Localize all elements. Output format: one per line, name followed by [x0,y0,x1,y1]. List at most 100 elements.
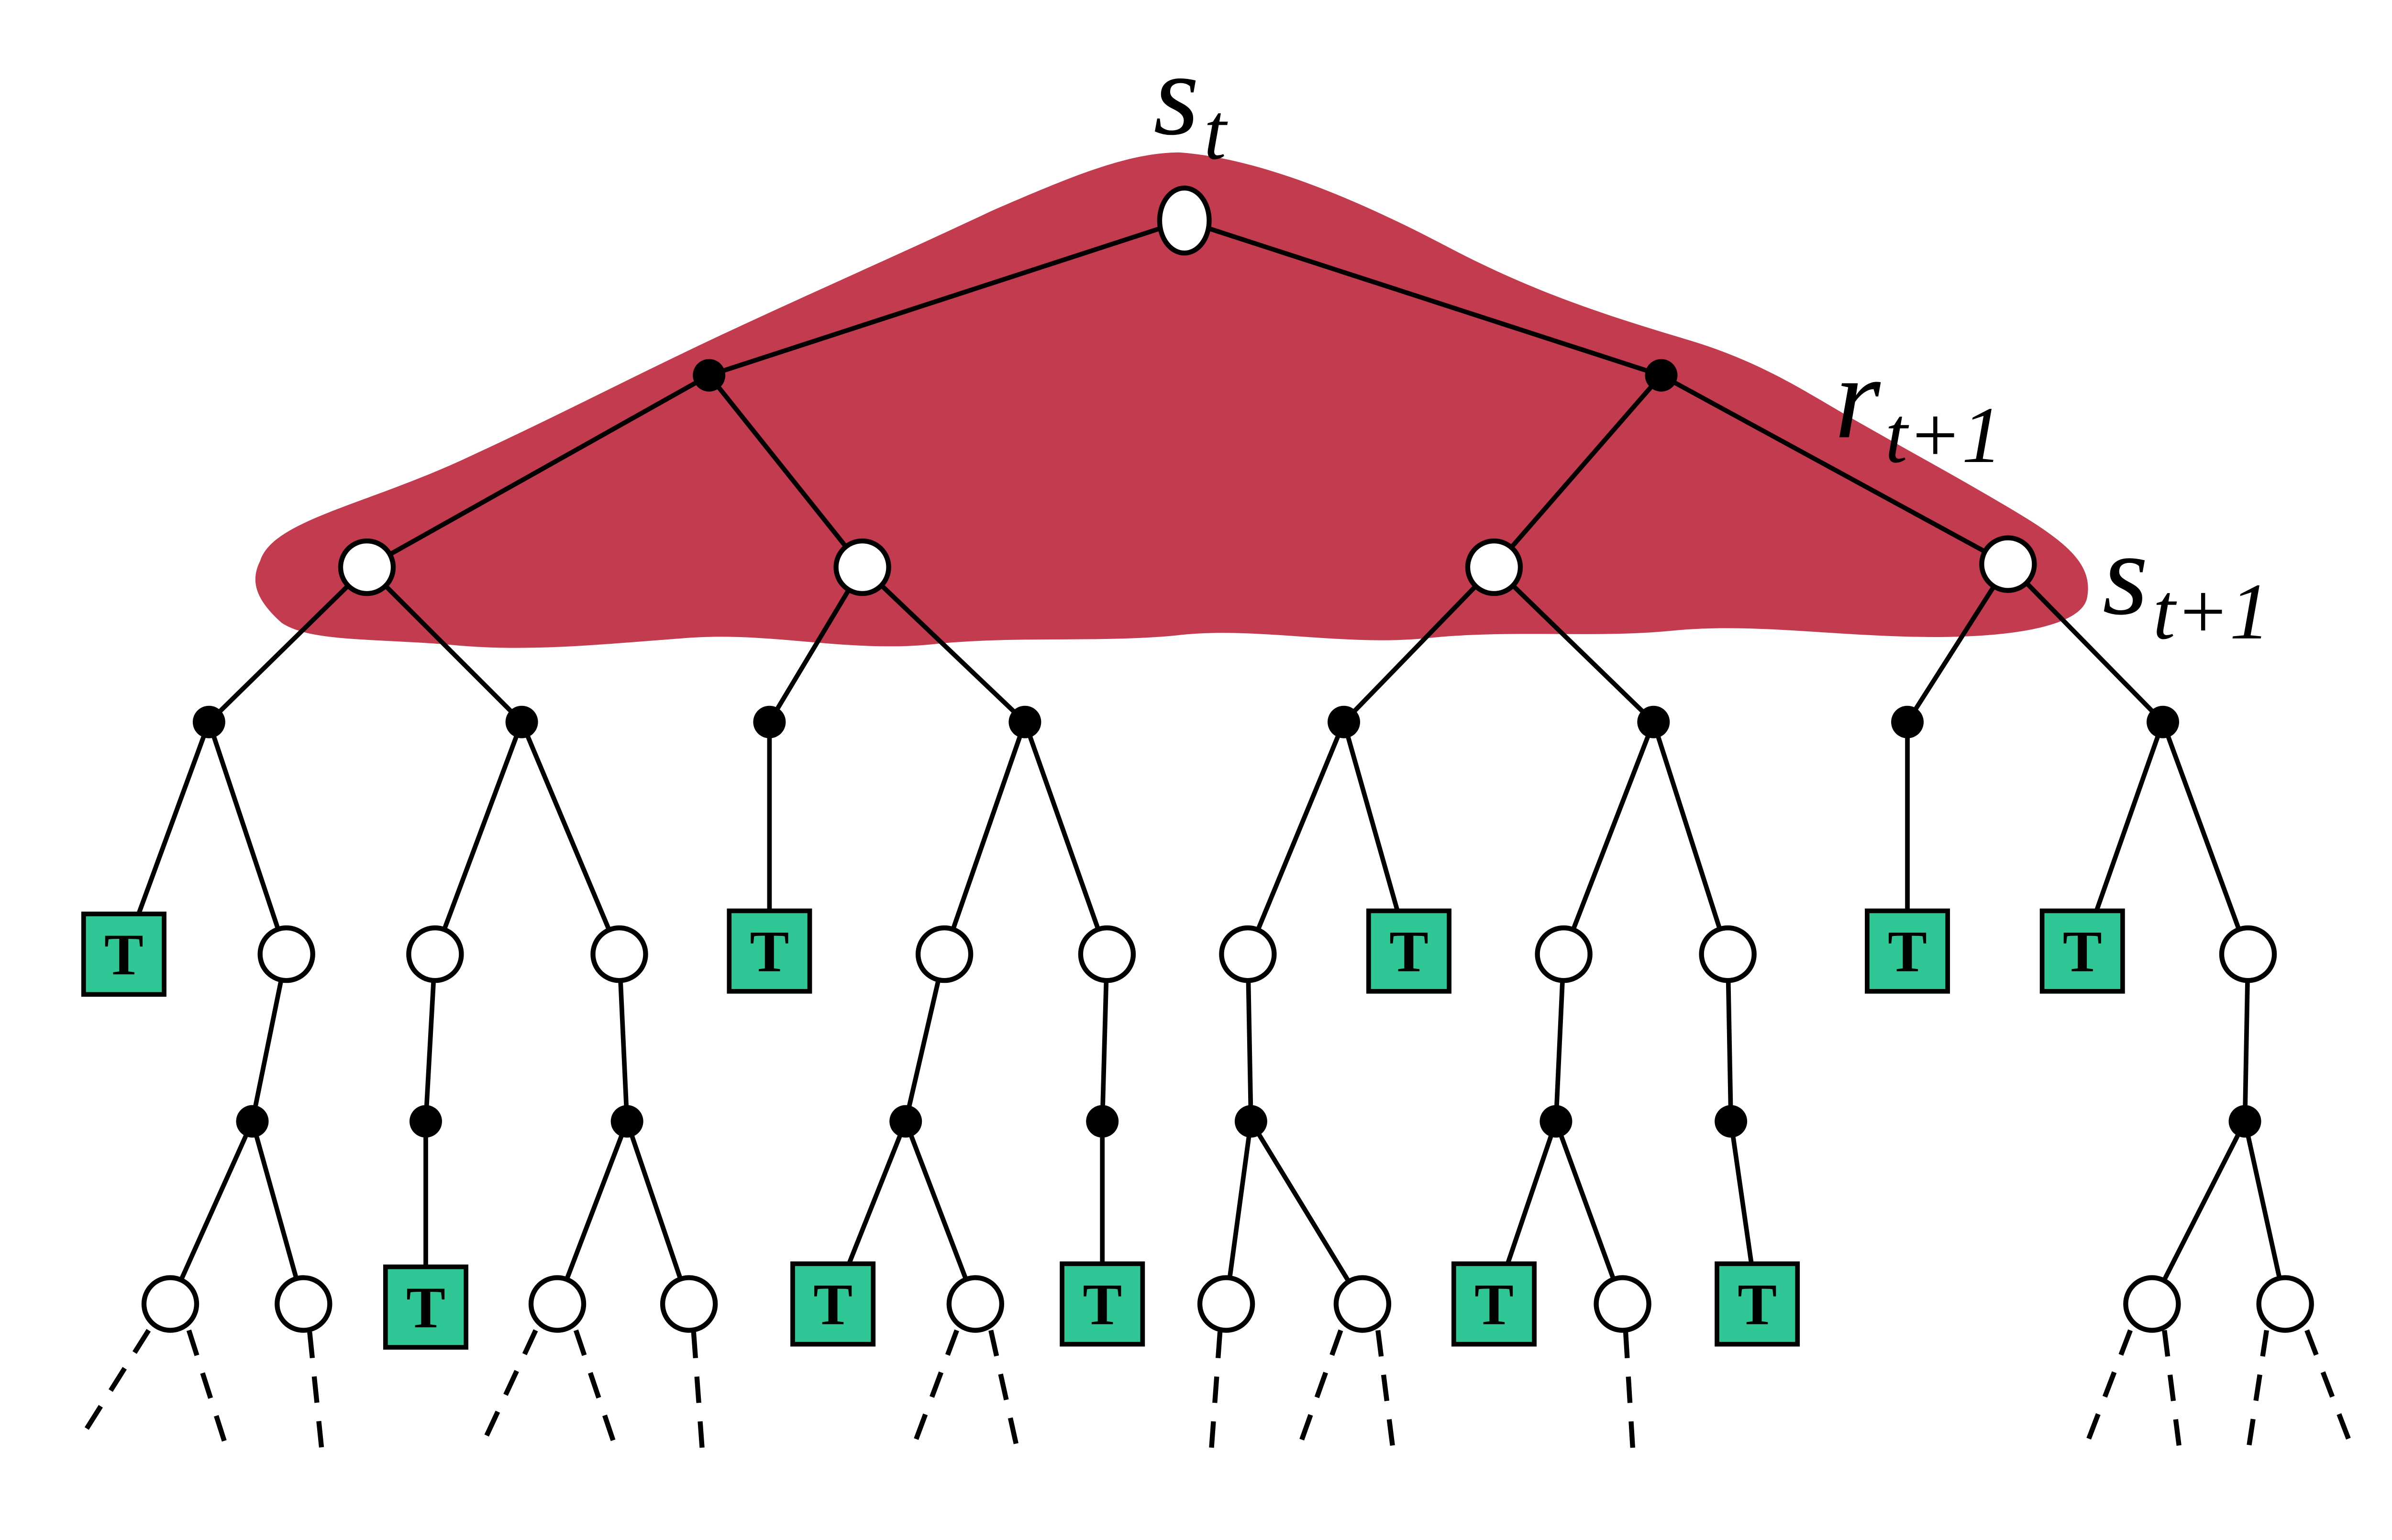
state-node [833,538,891,596]
tree-edge [903,1120,978,1305]
state-node [1699,925,1757,983]
terminal-node-label: T [406,1275,445,1340]
terminal-node-label: T [1389,919,1429,984]
continuation-edge [2304,1329,2353,1444]
tree-edge [942,721,1027,955]
tree-edge [1224,1121,1253,1305]
continuation-edge [481,1329,538,1444]
terminal-node-label: T [813,1272,853,1337]
action-node [1539,1105,1573,1138]
tree-edge [1022,721,1109,955]
action-node [1328,705,1361,738]
tree-edge [767,566,864,724]
continuation-edge [1208,1331,1223,1459]
state-node [2123,1275,2181,1333]
tree-edge [365,373,710,570]
terminal-node: T [1865,908,1950,994]
state-node [2219,925,2277,983]
terminal-node: T [1715,1261,1800,1347]
continuation-edge [75,1329,151,1445]
action-node [505,705,538,738]
tree-edge [168,1120,255,1305]
state-node [1219,925,1277,983]
action-node [236,1105,269,1138]
continuation-edge [186,1329,229,1447]
tree-edge [1492,565,1655,724]
tree-edge [1660,373,2009,566]
terminal-node-label: T [1738,1272,1777,1337]
terminal-node: T [2039,908,2125,994]
terminal-node: T [1060,1261,1145,1347]
state-node [275,1275,332,1333]
tree-layer: T T T T T T T T T T [75,152,2353,1459]
state-node [1333,1275,1392,1333]
tree-edge [2160,721,2250,955]
terminal-node-label: T [2063,919,2102,984]
state-node [1535,925,1593,983]
tree-edge [1561,721,1656,955]
state-node [1979,535,2037,593]
state-node [257,925,315,983]
continuation-edge [911,1329,959,1448]
tree-edge [1245,721,1346,955]
tree-edge [555,1120,630,1305]
continuation-edge [1375,1330,1396,1453]
tree-edge [1905,562,2010,724]
continuation-edge [988,1330,1021,1456]
state-node [141,1275,199,1333]
terminal-node-label: T [1888,919,1927,984]
root-state-node [1157,185,1212,256]
tree-edge [365,565,524,724]
tree-edge [1342,565,1496,724]
tree-edge [1553,1120,1625,1305]
state-node [1078,925,1136,983]
action-node [1715,1105,1748,1138]
action-node [192,705,225,738]
tree-edge [1249,1120,1365,1306]
terminal-node: T [81,912,166,997]
state-node [1197,1275,1255,1333]
tree-edge [250,1121,306,1305]
continuation-edge [307,1331,325,1453]
action-node [1891,705,1924,738]
tree-edge [625,1121,691,1305]
state-node [590,925,648,983]
continuation-edge [691,1331,706,1459]
action-node [409,1105,442,1138]
state-node [1594,1275,1651,1333]
tree-edge [1184,218,1662,378]
terminal-node: T [790,1261,876,1347]
tree-edge [707,374,864,569]
action-node [2147,705,2180,738]
action-node [1645,359,1678,392]
action-node [1637,705,1670,738]
terminal-node-label: T [750,919,789,984]
state-node [946,1275,1005,1333]
state-node [528,1275,587,1333]
action-node [693,359,726,392]
continuation-edge [2084,1329,2133,1444]
state-node [915,925,974,983]
search-highlight-region [255,152,2088,648]
terminal-node: T [1451,1261,1537,1347]
tree-edge [1492,374,1663,569]
tree-edge [207,565,369,724]
terminal-node-label: T [1474,1272,1514,1337]
state-node [660,1275,718,1333]
tree-edge [1651,721,1730,955]
action-node [1008,705,1041,738]
terminal-node: T [1366,908,1451,994]
terminal-node: T [727,908,812,994]
terminal-node-label: T [104,922,144,987]
state-node [406,925,464,983]
state-node [1465,538,1523,596]
tree-edge [2242,1121,2288,1305]
tree-edge [432,721,524,955]
state-node [2256,1275,2314,1333]
action-node [889,1105,922,1138]
